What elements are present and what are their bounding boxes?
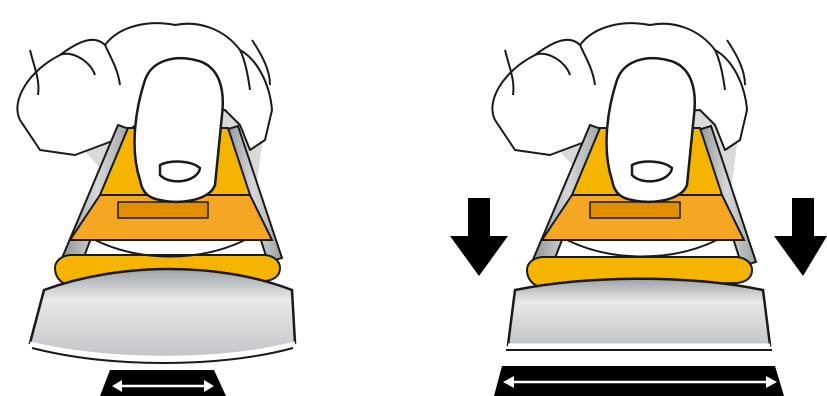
width-indicator-narrow: [100, 370, 226, 396]
thumb: [135, 58, 223, 202]
panel-before: [17, 23, 295, 396]
down-arrow-icon-left: [450, 198, 508, 276]
panel-after: [450, 23, 827, 396]
down-arrow-icon-right: [774, 198, 827, 276]
width-indicator-wide: [494, 366, 784, 396]
thumb-right: [607, 58, 695, 202]
